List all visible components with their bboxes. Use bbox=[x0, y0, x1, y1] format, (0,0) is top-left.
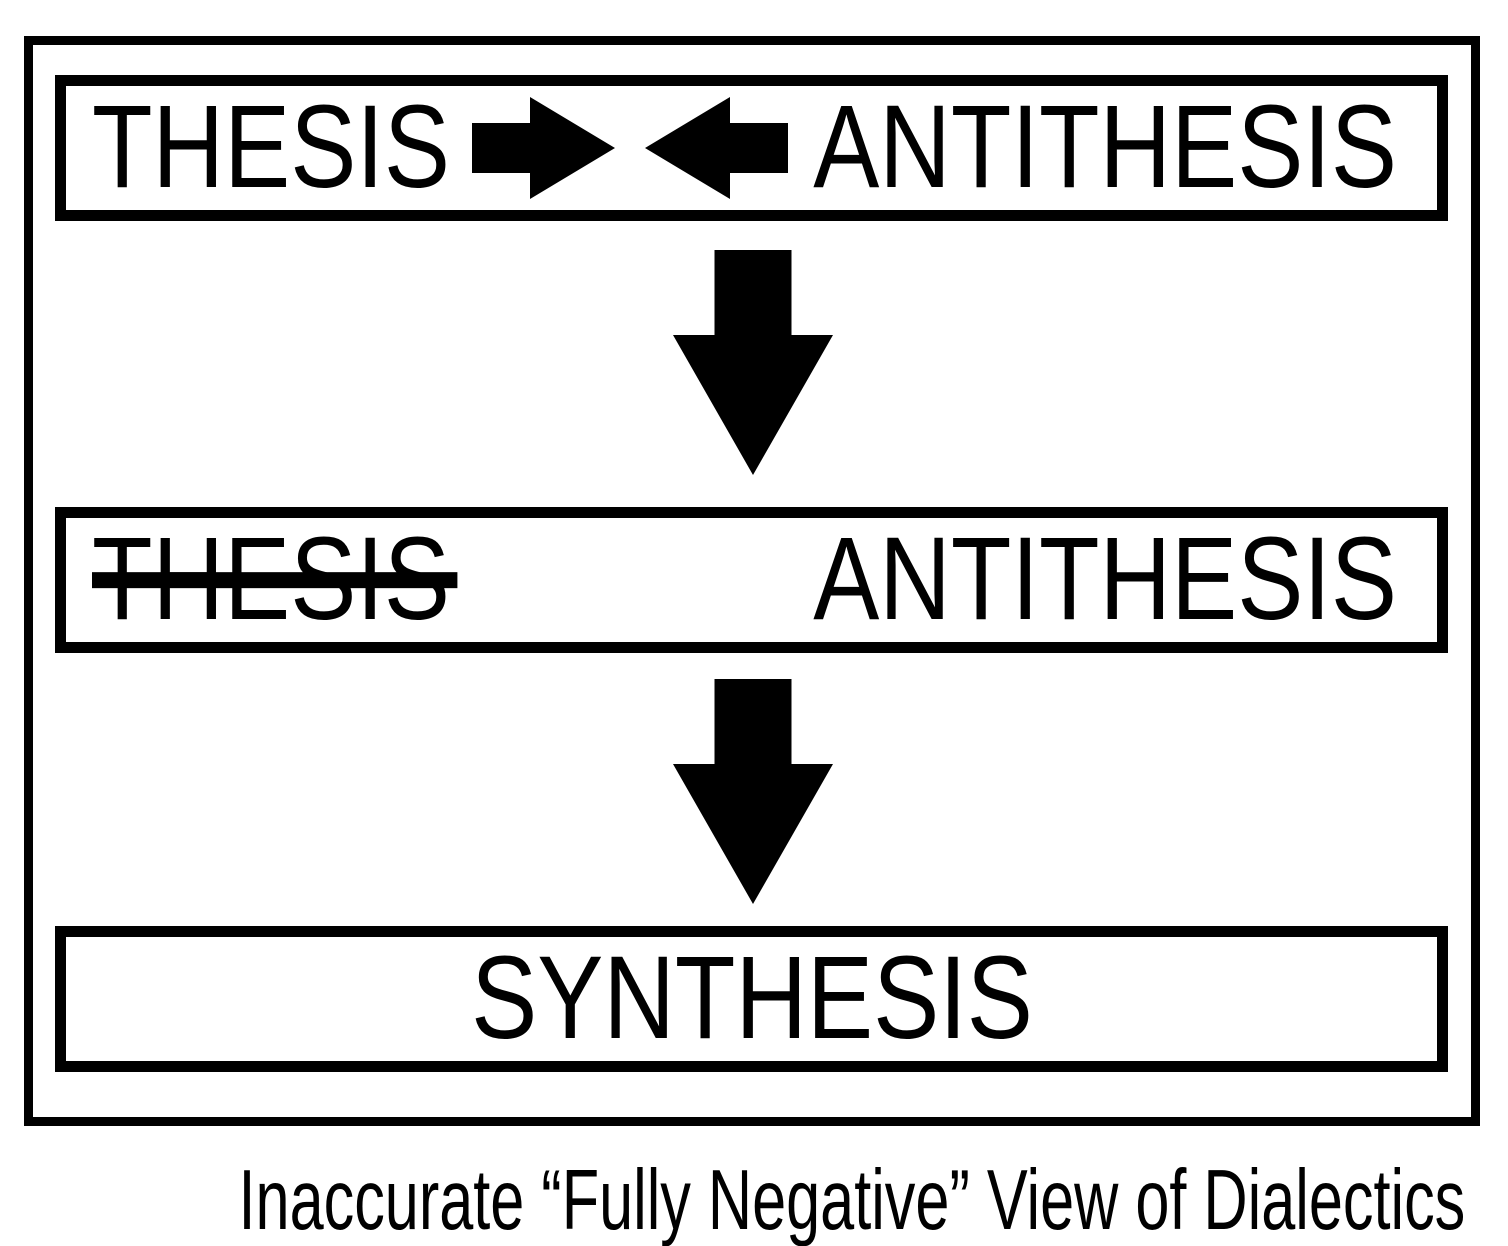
thesis-antithesis-box: THESIS ANTITHESIS bbox=[55, 75, 1448, 221]
struck-thesis-wrapper: THESIS bbox=[92, 512, 458, 648]
arrow-down-icon bbox=[673, 679, 833, 904]
arrow-left-icon bbox=[645, 97, 788, 199]
converging-arrows bbox=[472, 97, 788, 199]
thesis-label: THESIS bbox=[92, 81, 451, 214]
caption-text: Inaccurate “Fully Negative” View of Dial… bbox=[238, 1153, 1466, 1246]
antithesis-label: ANTITHESIS bbox=[813, 513, 1397, 646]
diagram-outer-frame bbox=[24, 36, 1480, 1126]
strikethrough-bar bbox=[92, 572, 458, 588]
arrow-down-icon bbox=[673, 250, 833, 475]
antithesis-label: ANTITHESIS bbox=[813, 81, 1397, 214]
synthesis-label: SYNTHESIS bbox=[470, 932, 1033, 1065]
synthesis-box: SYNTHESIS bbox=[55, 926, 1448, 1072]
arrow-right-icon bbox=[472, 97, 615, 199]
negated-thesis-box: THESIS ANTITHESIS bbox=[55, 507, 1448, 653]
diagram-caption: Inaccurate “Fully Negative” View of Dial… bbox=[0, 1152, 1508, 1246]
